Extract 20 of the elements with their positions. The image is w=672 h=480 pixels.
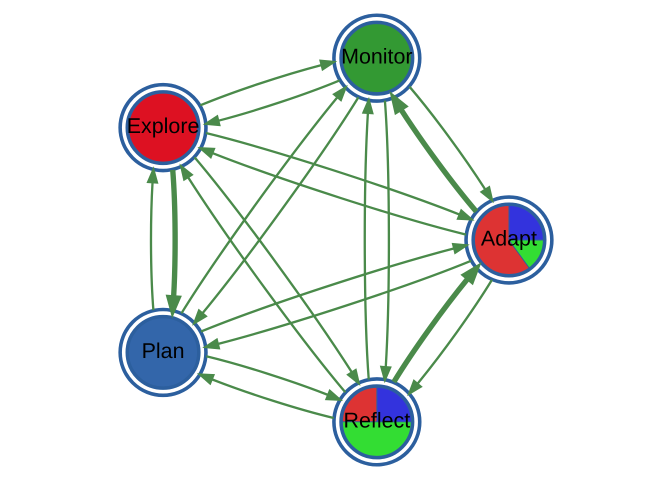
arrow bbox=[206, 132, 475, 221]
arrow bbox=[202, 260, 472, 350]
arrow bbox=[408, 86, 494, 204]
arrow bbox=[180, 84, 348, 314]
arrow bbox=[146, 166, 158, 310]
arrow bbox=[200, 242, 470, 333]
arrow bbox=[197, 147, 466, 236]
arrow bbox=[407, 279, 493, 396]
arrow bbox=[192, 96, 360, 326]
arrow bbox=[392, 262, 482, 384]
arrow bbox=[166, 170, 182, 318]
arrow bbox=[179, 163, 346, 394]
arrow bbox=[202, 79, 340, 126]
arrow bbox=[362, 96, 374, 380]
arrow bbox=[389, 91, 478, 214]
arrow bbox=[196, 373, 334, 420]
arrow bbox=[380, 100, 392, 384]
arrow bbox=[194, 156, 360, 386]
arrow bbox=[206, 355, 344, 401]
arrow bbox=[200, 59, 338, 106]
